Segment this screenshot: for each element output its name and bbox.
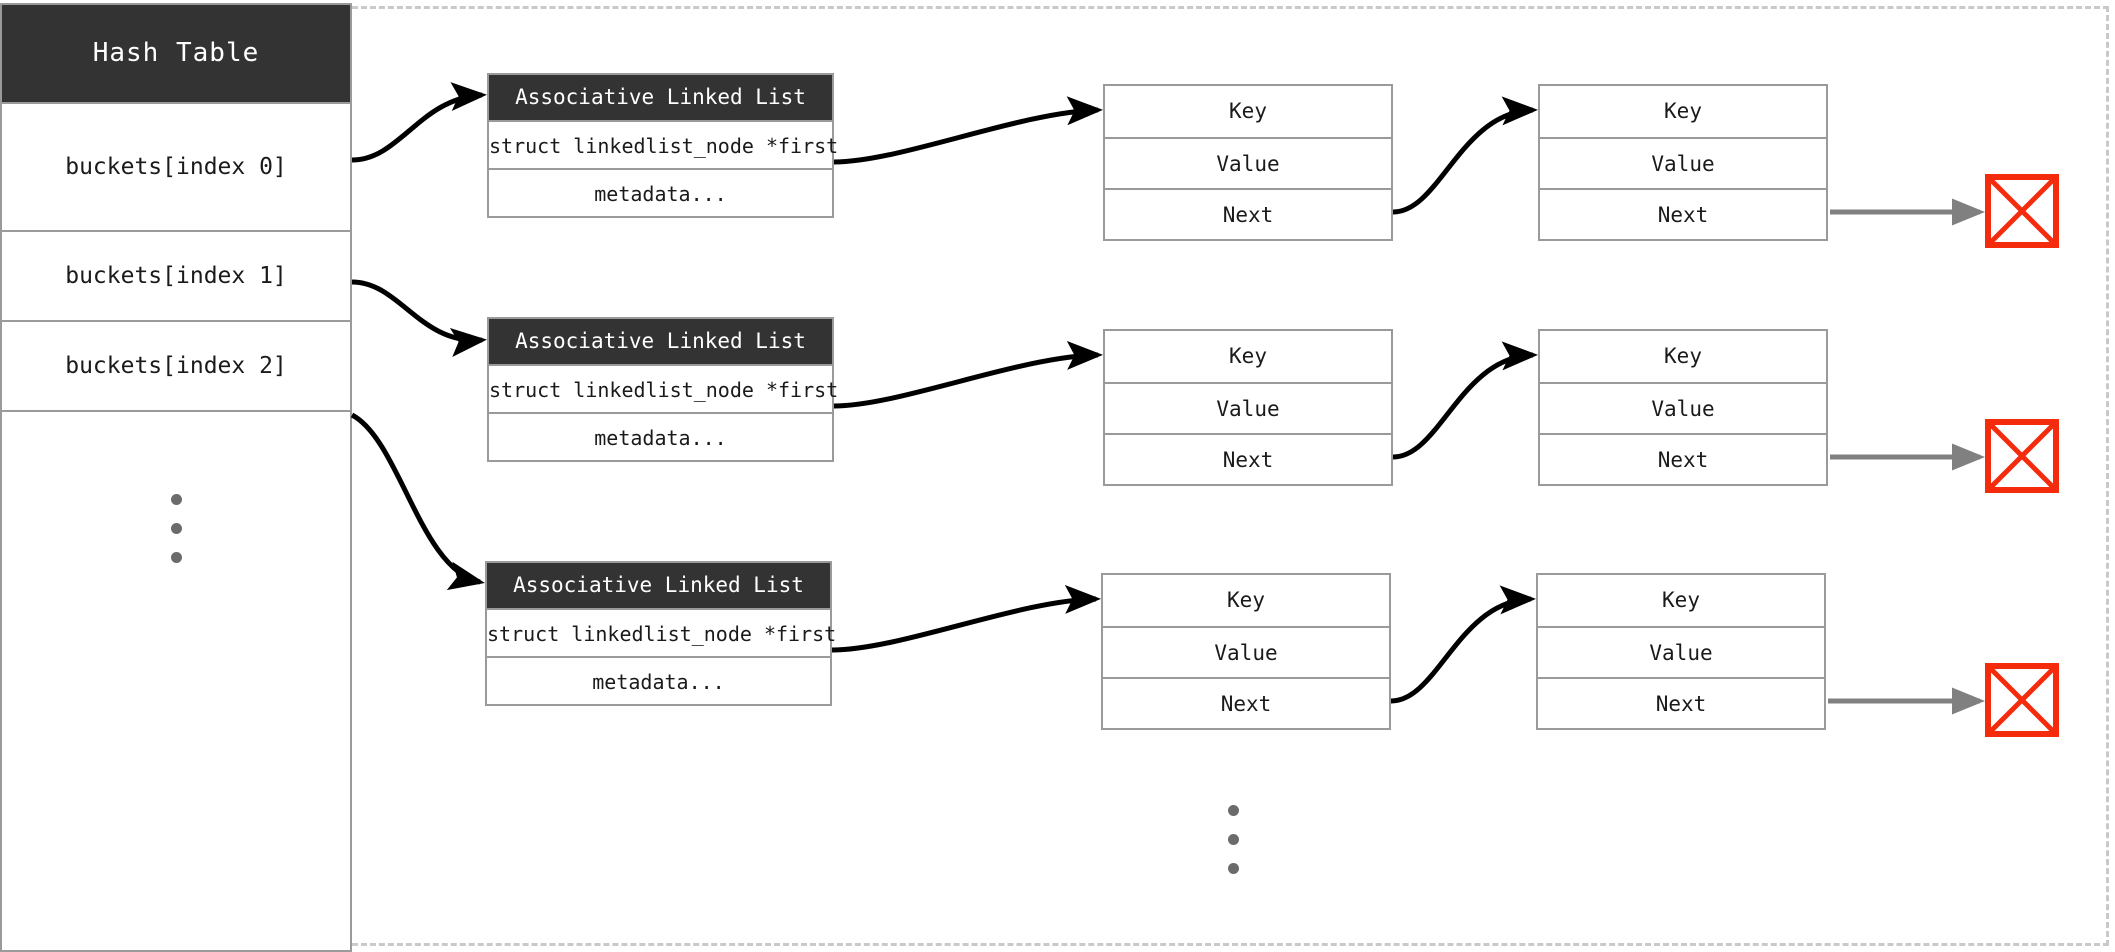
list-3-node-1-value: Value	[1103, 626, 1389, 677]
list-2-node-1-key: Key	[1105, 331, 1391, 382]
list-1-node-2[interactable]: Key Value Next	[1538, 84, 1828, 241]
bucket-contents-region	[352, 6, 2109, 946]
list-1-metadata: metadata...	[489, 168, 832, 216]
list-3-first-pointer: struct linkedlist_node *first	[487, 608, 836, 656]
list-2-first-pointer: struct linkedlist_node *first	[489, 364, 838, 412]
list-2-header: Associative Linked List	[489, 319, 832, 364]
vertical-ellipsis-icon	[170, 494, 182, 563]
bucket-row-1-label: buckets[index 1]	[65, 263, 287, 289]
list-3-node-1-next: Next	[1103, 677, 1389, 728]
bucket-rows-ellipsis	[2, 494, 350, 563]
ellipsis-dot	[170, 552, 182, 563]
associative-linked-list-3[interactable]: Associative Linked List struct linkedlis…	[485, 561, 836, 706]
list-2-node-1-next: Next	[1105, 433, 1391, 484]
associative-linked-list-1[interactable]: Associative Linked List struct linkedlis…	[487, 73, 838, 218]
list-3-node-2-value: Value	[1538, 626, 1824, 677]
list-2-node-2[interactable]: Key Value Next	[1538, 329, 1828, 486]
list-1-node-2-next: Next	[1540, 188, 1826, 239]
ellipsis-dot	[1228, 805, 1239, 816]
list-1-first-pointer: struct linkedlist_node *first	[489, 120, 838, 168]
list-2-node-1[interactable]: Key Value Next	[1103, 329, 1393, 486]
hash-table-header: Hash Table	[2, 5, 350, 102]
list-3-node-2-next: Next	[1538, 677, 1824, 728]
list-2-node-1-value: Value	[1105, 382, 1391, 433]
ellipsis-dot	[1228, 863, 1239, 874]
list-1-node-2-value: Value	[1540, 137, 1826, 188]
list-3-node-1-key: Key	[1103, 575, 1389, 626]
list-2-node-2-value: Value	[1540, 382, 1826, 433]
bucket-row-2[interactable]: buckets[index 2]	[2, 320, 350, 410]
list-2-metadata: metadata...	[489, 412, 832, 460]
list-1-node-1-value: Value	[1105, 137, 1391, 188]
list-1-null-terminator	[1985, 174, 2059, 248]
list-1-node-1-next: Next	[1105, 188, 1391, 239]
list-1-node-1[interactable]: Key Value Next	[1103, 84, 1393, 241]
associative-linked-list-2[interactable]: Associative Linked List struct linkedlis…	[487, 317, 838, 462]
hash-table: Hash Table buckets[index 0] buckets[inde…	[0, 3, 352, 952]
ellipsis-dot	[1228, 834, 1239, 845]
list-3-node-1[interactable]: Key Value Next	[1101, 573, 1391, 730]
bucket-row-0[interactable]: buckets[index 0]	[2, 102, 350, 230]
list-1-header: Associative Linked List	[489, 75, 832, 120]
list-3-null-terminator	[1985, 663, 2059, 737]
list-2-node-2-key: Key	[1540, 331, 1826, 382]
list-2-null-terminator	[1985, 419, 2059, 493]
bucket-row-overflow	[2, 410, 350, 950]
bucket-row-0-label: buckets[index 0]	[65, 154, 287, 180]
list-3-node-2[interactable]: Key Value Next	[1536, 573, 1826, 730]
ellipsis-dot	[170, 494, 182, 505]
ellipsis-dot	[170, 523, 182, 534]
bucket-row-2-label: buckets[index 2]	[65, 353, 287, 379]
list-1-node-1-key: Key	[1105, 86, 1391, 137]
list-3-header: Associative Linked List	[487, 563, 830, 608]
lists-overflow-ellipsis	[1228, 805, 1239, 874]
list-3-node-2-key: Key	[1538, 575, 1824, 626]
bucket-row-1[interactable]: buckets[index 1]	[2, 230, 350, 320]
list-2-node-2-next: Next	[1540, 433, 1826, 484]
list-1-node-2-key: Key	[1540, 86, 1826, 137]
list-3-metadata: metadata...	[487, 656, 830, 704]
